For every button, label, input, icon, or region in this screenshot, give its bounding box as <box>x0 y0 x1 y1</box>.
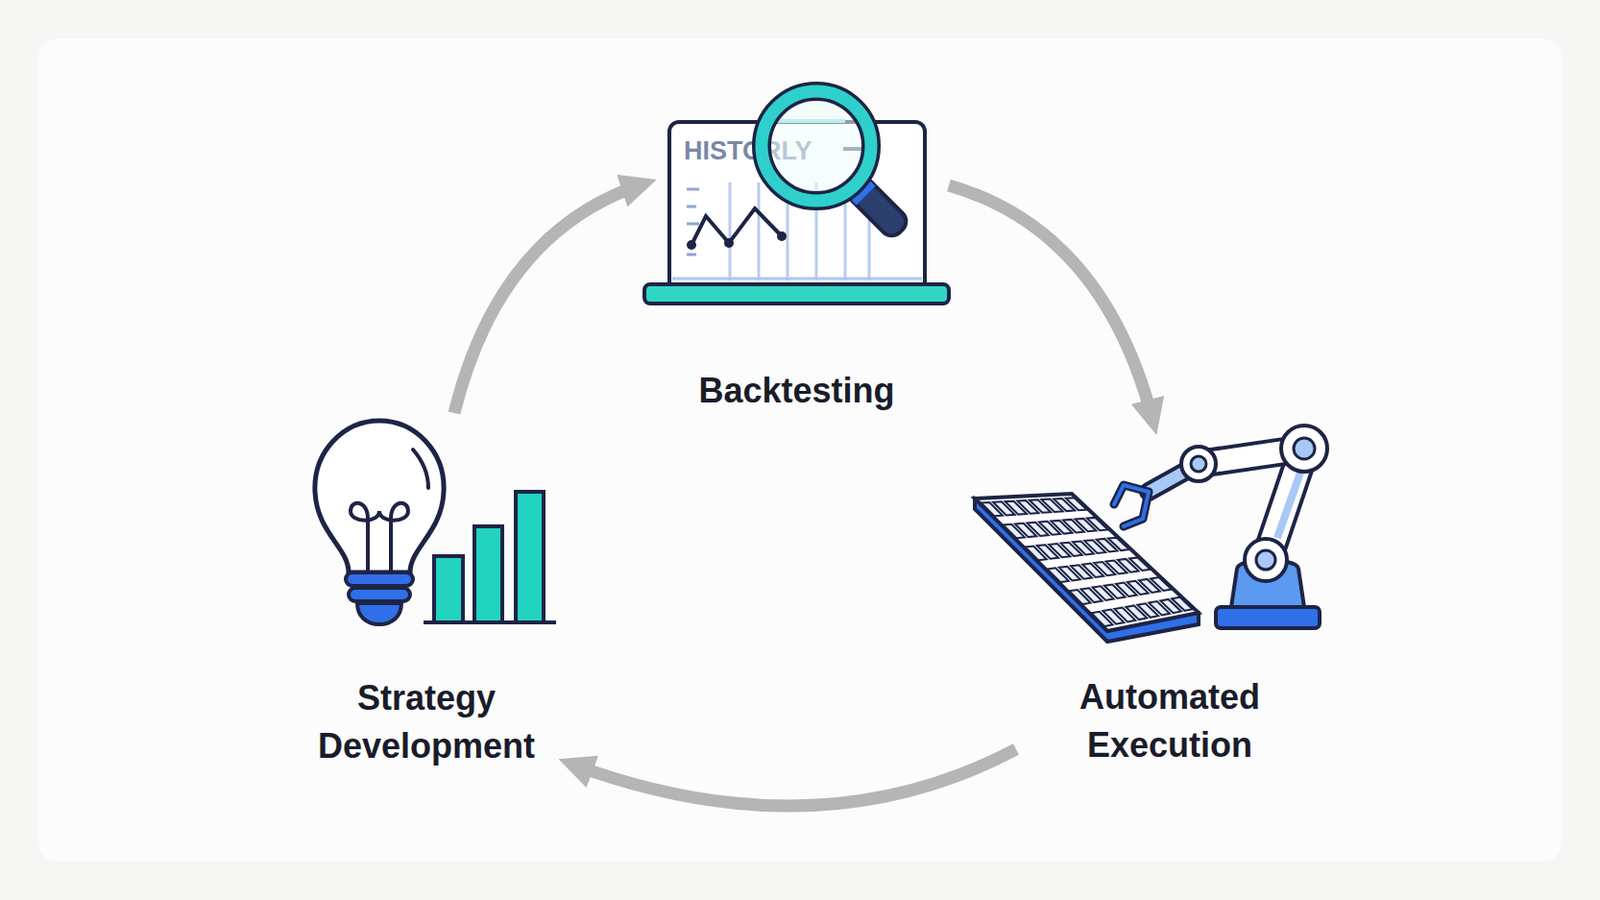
robot-arm-icon-part <box>1114 484 1149 527</box>
laptop-icon-part <box>776 231 787 242</box>
laptop-icon-part-part <box>728 182 732 281</box>
lightbulb-icon-part <box>412 449 429 488</box>
bar-chart-icon <box>423 491 557 623</box>
lightbulb-icon-part <box>348 587 411 602</box>
lightbulb-icon-part <box>357 603 402 625</box>
step-label: Strategy Development <box>282 674 571 771</box>
lightbulb-icon-part <box>345 572 413 586</box>
laptop-icon-part <box>691 208 782 245</box>
magnifier-icon-part <box>761 91 872 201</box>
magnifier-icon-part <box>761 91 872 201</box>
step-node: Strategy Development <box>282 412 571 769</box>
laptop-icon-part <box>644 284 949 304</box>
laptop-icon-part-part <box>757 182 761 281</box>
cycle-arrow <box>454 183 645 413</box>
robot-arm-icon-part <box>1281 425 1328 472</box>
keyboard-icon-part-part <box>1087 517 1109 531</box>
step-node: Automated Execution <box>1016 422 1324 769</box>
keyboard-icon-part <box>981 497 1193 627</box>
robot-arm-icon-part <box>1244 538 1287 582</box>
laptop-icon-part-part <box>686 222 700 226</box>
laptop-icon-part <box>686 189 700 255</box>
robot-arm-icon-part <box>1215 606 1320 629</box>
bar-chart-icon-part <box>515 491 544 623</box>
step-label: Automated Execution <box>1016 673 1324 770</box>
cycle-arrow <box>570 749 1017 806</box>
magnifier-icon-part <box>762 92 871 200</box>
robot-arm-icon-part <box>1190 456 1207 472</box>
laptop-icon-part <box>724 238 734 248</box>
laptop-icon-part-part <box>686 205 697 209</box>
robot-arm-icon <box>1114 425 1328 629</box>
lightbulb-icon <box>315 420 444 625</box>
keyboard-icon-part-part <box>1129 557 1151 571</box>
keyboard-icon-part-part <box>1171 597 1193 611</box>
magnifier-icon <box>761 91 911 241</box>
lightbulb-icon-part <box>315 420 444 573</box>
keyboard-icon <box>974 493 1199 642</box>
robot-arm-icon-part <box>1256 550 1276 570</box>
step-node: Backtesting <box>644 76 949 413</box>
laptop-icon-part-part <box>686 253 697 257</box>
cycle-arrow <box>948 185 1154 423</box>
keyboard-icon-part-part <box>1150 577 1172 591</box>
keyboard-icon-part <box>974 493 1199 631</box>
keyboard-icon-part-part <box>1066 497 1088 510</box>
keyboard-icon-part-part <box>1108 537 1130 551</box>
bar-chart-icon-part <box>434 556 463 623</box>
bar-chart-icon-part <box>423 620 557 625</box>
laptop-icon-part <box>686 240 697 250</box>
step-label: Backtesting <box>644 366 949 415</box>
laptop-icon-part-part <box>686 188 700 192</box>
laptop-icon-part <box>672 277 922 281</box>
robot-arm-icon-part <box>1293 437 1315 460</box>
robot-arm-icon-part <box>1181 446 1216 482</box>
bar-chart-icon-part <box>474 526 503 623</box>
lightbulb-icon-part <box>350 503 409 573</box>
robot-arm-icon-part <box>1114 484 1149 527</box>
